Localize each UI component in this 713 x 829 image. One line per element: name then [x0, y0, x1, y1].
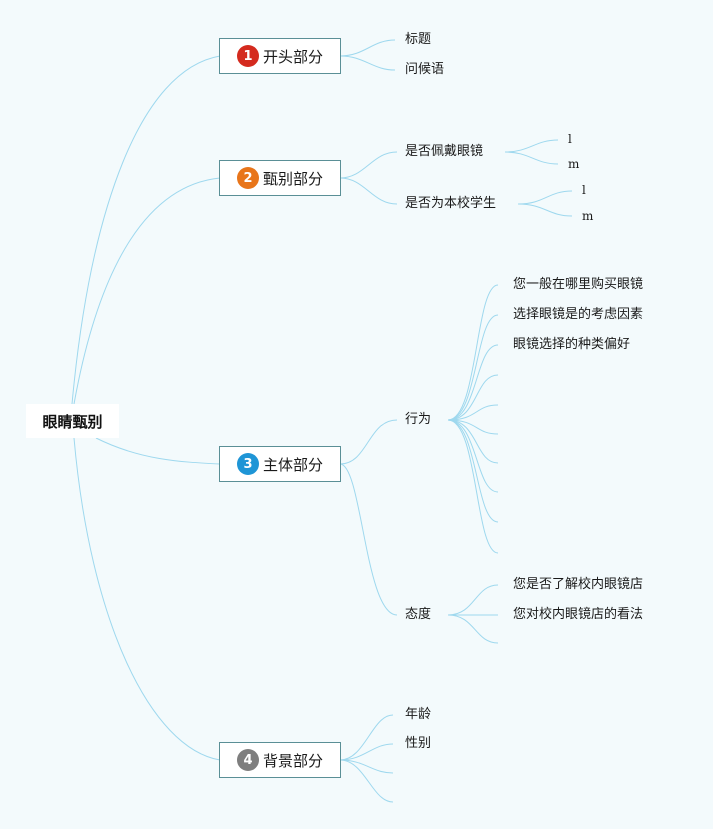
branch-label: 主体部分 [262, 455, 323, 474]
link-root-branch-4 [73, 437, 221, 761]
link-b2-q2-opt2 [517, 203, 573, 217]
link-behavior-6 [447, 419, 499, 435]
leaf-is-student[interactable]: 是否为本校学生 [405, 196, 497, 211]
link-b2-q1-opt2 [504, 151, 559, 165]
link-b4-empty-2 [339, 759, 394, 803]
branch-node-background[interactable]: 4 背景部分 [219, 742, 341, 778]
branch-node-screening[interactable]: 2 甄别部分 [219, 160, 341, 196]
leaf-factors[interactable]: 选择眼镜是的考虑因素 [513, 307, 644, 322]
number-badge-1-icon: 1 [236, 45, 259, 67]
leaf-age[interactable]: 年龄 [405, 707, 432, 722]
option-m[interactable]: m [568, 157, 580, 171]
link-root-branch-2 [73, 177, 221, 405]
number-badge-4-icon: 4 [236, 749, 259, 771]
leaf-know-store[interactable]: 您是否了解校内眼镜店 [513, 577, 644, 592]
link-b4-gender [339, 743, 394, 761]
leaf-greeting[interactable]: 问候语 [405, 62, 445, 77]
branch-label: 甄别部分 [262, 169, 323, 188]
leaf-wear-glasses[interactable]: 是否佩戴眼镜 [405, 144, 484, 159]
link-b2-q1 [339, 151, 398, 179]
option-l[interactable]: l [568, 132, 572, 146]
link-b1-greeting [339, 55, 396, 71]
link-b3-behavior [339, 419, 398, 465]
leaf-title[interactable]: 标题 [405, 32, 432, 47]
link-root-branch-3 [95, 437, 221, 465]
link-b3-attitude [339, 463, 398, 616]
link-behavior-9 [447, 419, 499, 523]
leaf-gender[interactable]: 性别 [405, 736, 432, 751]
branch-node-opening[interactable]: 1 开头部分 [219, 38, 341, 74]
link-behavior-5 [447, 404, 499, 421]
branch-label: 开头部分 [262, 47, 323, 66]
link-behavior-4 [447, 374, 499, 421]
link-root-branch-1 [71, 55, 221, 405]
link-attitude-3 [447, 614, 499, 644]
group-attitude[interactable]: 态度 [405, 607, 432, 622]
number-badge-3-icon: 3 [236, 453, 259, 475]
option-l[interactable]: l [582, 183, 586, 197]
option-m[interactable]: m [582, 209, 594, 223]
link-behavior-10 [447, 419, 499, 554]
link-behavior-7 [447, 419, 499, 464]
link-b2-q2-opt1 [517, 190, 573, 205]
branch-node-main[interactable]: 3 主体部分 [219, 446, 341, 482]
leaf-where-buy[interactable]: 您一般在哪里购买眼镜 [513, 277, 644, 292]
leaf-type-preference[interactable]: 眼镜选择的种类偏好 [513, 337, 631, 352]
root-label: 眼睛甄别 [42, 412, 103, 431]
link-behavior-2 [447, 314, 499, 421]
link-behavior-8 [447, 419, 499, 493]
root-node[interactable]: 眼睛甄别 [26, 404, 119, 438]
branch-label: 背景部分 [262, 751, 323, 770]
number-badge-2-icon: 2 [236, 167, 259, 189]
link-behavior-1 [447, 284, 499, 421]
link-b2-q2 [339, 177, 398, 205]
link-b1-title [339, 39, 396, 57]
link-b4-age [339, 714, 394, 761]
link-attitude-1 [447, 584, 499, 616]
group-behavior[interactable]: 行为 [405, 412, 432, 427]
leaf-opinion-store[interactable]: 您对校内眼镜店的看法 [513, 607, 644, 622]
link-b2-q1-opt1 [504, 139, 559, 153]
link-behavior-3 [447, 344, 499, 421]
